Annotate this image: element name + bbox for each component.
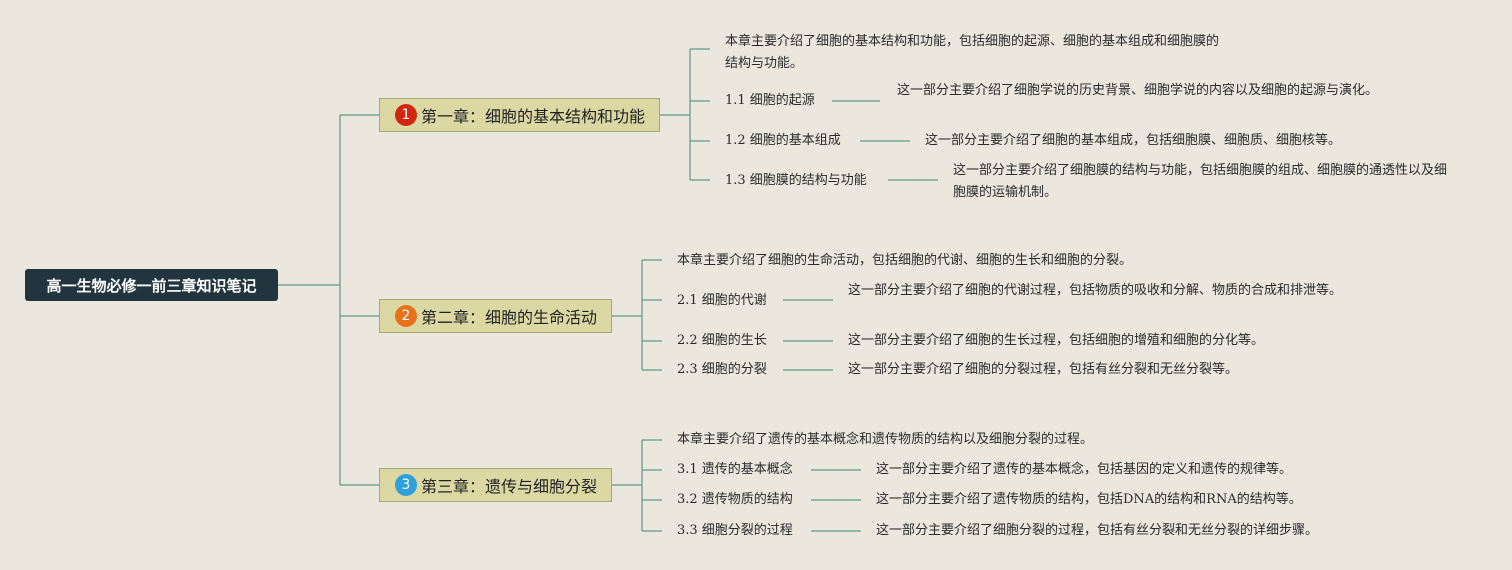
section-3-3-label[interactable]: 3.3 细胞分裂的过程	[677, 523, 793, 538]
section-2-1-label[interactable]: 2.1 细胞的代谢	[677, 293, 767, 308]
section-2-1-detail[interactable]: 这一部分主要介绍了细胞的代谢过程，包括物质的吸收和分解、物质的合成和排泄等。	[848, 283, 1343, 298]
chapter-2-summary[interactable]: 本章主要介绍了细胞的生命活动，包括细胞的代谢、细胞的生长和细胞的分裂。	[677, 253, 1133, 268]
number-2-icon: 2	[395, 305, 417, 327]
chapter-2-node[interactable]: 2 第二章：细胞的生命活动	[379, 299, 612, 333]
section-2-3-label[interactable]: 2.3 细胞的分裂	[677, 362, 767, 377]
chapter-3-node[interactable]: 3 第三章：遗传与细胞分裂	[379, 468, 612, 502]
section-3-2-label[interactable]: 3.2 遗传物质的结构	[677, 492, 793, 507]
section-1-1-detail[interactable]: 这一部分主要介绍了细胞学说的历史背景、细胞学说的内容以及细胞的起源与演化。	[897, 83, 1379, 98]
chapter-1-summary[interactable]: 本章主要介绍了细胞的基本结构和功能，包括细胞的起源、细胞的基本组成和细胞膜的结构…	[725, 34, 1220, 71]
section-3-2-detail[interactable]: 这一部分主要介绍了遗传物质的结构，包括DNA的结构和RNA的结构等。	[876, 492, 1302, 507]
chapter-1-node[interactable]: 1 第一章：细胞的基本结构和功能	[379, 98, 660, 132]
section-1-1-label[interactable]: 1.1 细胞的起源	[725, 93, 815, 108]
root-title: 高一生物必修一前三章知识笔记	[46, 276, 257, 295]
chapter-2-title: 第二章：细胞的生命活动	[421, 308, 598, 327]
root-topic[interactable]: 高一生物必修一前三章知识笔记	[25, 269, 278, 301]
chapter-3-title: 第三章：遗传与细胞分裂	[421, 477, 598, 496]
chapter-1-title: 第一章：细胞的基本结构和功能	[421, 107, 646, 126]
section-1-3-detail[interactable]: 这一部分主要介绍了细胞膜的结构与功能，包括细胞膜的组成、细胞膜的通透性以及细胞膜…	[953, 163, 1448, 200]
section-3-1-detail[interactable]: 这一部分主要介绍了遗传的基本概念，包括基因的定义和遗传的规律等。	[876, 462, 1293, 477]
section-3-3-detail[interactable]: 这一部分主要介绍了细胞分裂的过程，包括有丝分裂和无丝分裂的详细步骤。	[876, 523, 1319, 538]
number-3-icon: 3	[395, 474, 417, 496]
chapter-3-summary[interactable]: 本章主要介绍了遗传的基本概念和遗传物质的结构以及细胞分裂的过程。	[677, 432, 1094, 447]
section-3-1-label[interactable]: 3.1 遗传的基本概念	[677, 462, 793, 477]
section-2-2-detail[interactable]: 这一部分主要介绍了细胞的生长过程，包括细胞的增殖和细胞的分化等。	[848, 333, 1265, 348]
number-1-icon: 1	[395, 104, 417, 126]
section-1-2-detail[interactable]: 这一部分主要介绍了细胞的基本组成，包括细胞膜、细胞质、细胞核等。	[925, 133, 1342, 148]
section-2-2-label[interactable]: 2.2 细胞的生长	[677, 333, 767, 348]
section-2-3-detail[interactable]: 这一部分主要介绍了细胞的分裂过程，包括有丝分裂和无丝分裂等。	[848, 362, 1239, 377]
section-1-3-label[interactable]: 1.3 细胞膜的结构与功能	[725, 173, 867, 188]
section-1-2-label[interactable]: 1.2 细胞的基本组成	[725, 133, 841, 148]
